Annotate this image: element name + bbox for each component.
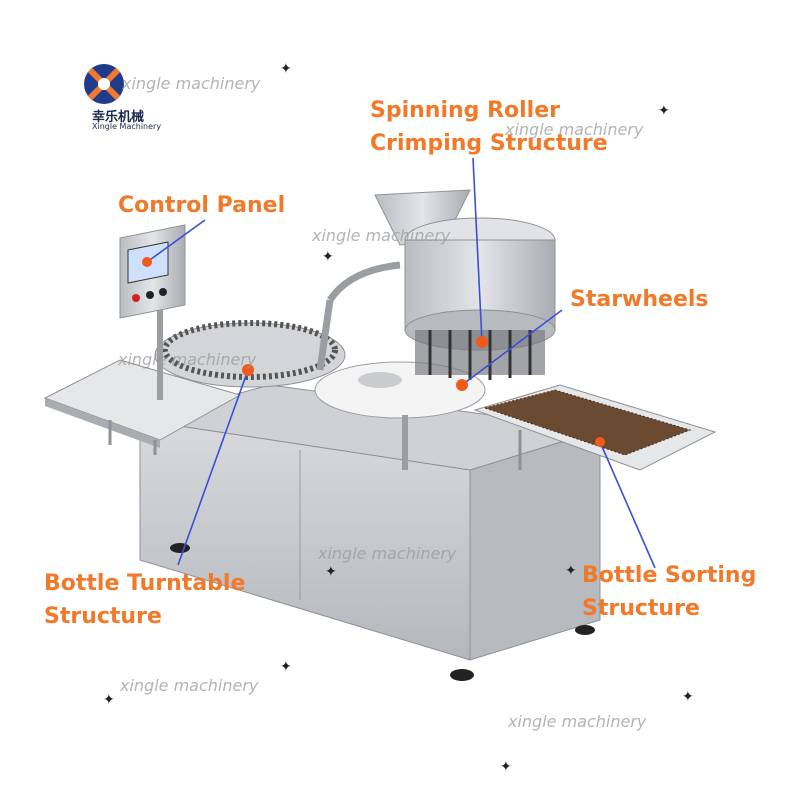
label-sorting-line1: Bottle Sorting: [582, 563, 757, 588]
sparkle-icon: ✦: [658, 103, 670, 119]
left-infeed-table: [43, 359, 242, 455]
sparkle-icon: ✦: [103, 692, 115, 708]
label-control-panel: Control Panel: [118, 193, 286, 218]
leader-line-starwheels: [461, 309, 563, 386]
marker-starwheels: [456, 379, 468, 391]
sparkle-icon: ✦: [322, 249, 334, 265]
watermark: xingle machinery: [508, 712, 647, 731]
sparkle-icon: ✦: [325, 564, 337, 580]
logo-brand-english: Xingle Machinery: [92, 122, 162, 131]
leader-lines: [146, 157, 656, 569]
label-spinning-roller-line2: Crimping Structure: [370, 131, 608, 156]
control-panel: [119, 224, 186, 400]
logo-x-icon: [84, 64, 124, 104]
label-turntable-line1: Bottle Turntable: [44, 571, 246, 596]
watermark: xingle machinery: [120, 676, 259, 695]
watermark: xingle machinery: [312, 226, 451, 245]
label-spinning-roller-line1: Spinning Roller: [370, 98, 560, 123]
label-starwheels: Starwheels: [570, 287, 709, 312]
label-turntable-line2: Structure: [44, 604, 162, 629]
marker-spinning-roller: [476, 336, 488, 348]
leader-line-control-panel: [146, 219, 206, 263]
sparkle-icon: ✦: [682, 689, 694, 705]
sparkle-icon: ✦: [565, 563, 577, 579]
base-cabinet: [139, 384, 601, 681]
watermark: xingle machinery: [318, 544, 457, 563]
sparkle-icon: ✦: [280, 659, 292, 675]
label-sorting-line2: Structure: [582, 596, 700, 621]
sparkle-icon: ✦: [280, 61, 292, 77]
watermark: xingle machinery: [122, 74, 261, 93]
leader-line-sorting: [599, 441, 656, 569]
marker-turntable: [242, 364, 254, 376]
watermark: xingle machinery: [118, 350, 257, 369]
sparkle-icon: ✦: [500, 759, 512, 775]
logo-brand-chinese: 幸乐机械: [92, 110, 145, 125]
leader-line-turntable: [177, 369, 249, 566]
crimping-head: [404, 217, 556, 380]
bottle-turntable: [154, 320, 346, 388]
marker-control-panel: [142, 257, 152, 267]
watermark: xingle machinery: [505, 120, 644, 139]
leader-line-spinning-roller: [472, 157, 483, 343]
starwheel-plate: [314, 361, 486, 470]
marker-sorting: [595, 437, 605, 447]
callout-markers: [142, 257, 605, 447]
sorting-tray: [473, 384, 717, 471]
